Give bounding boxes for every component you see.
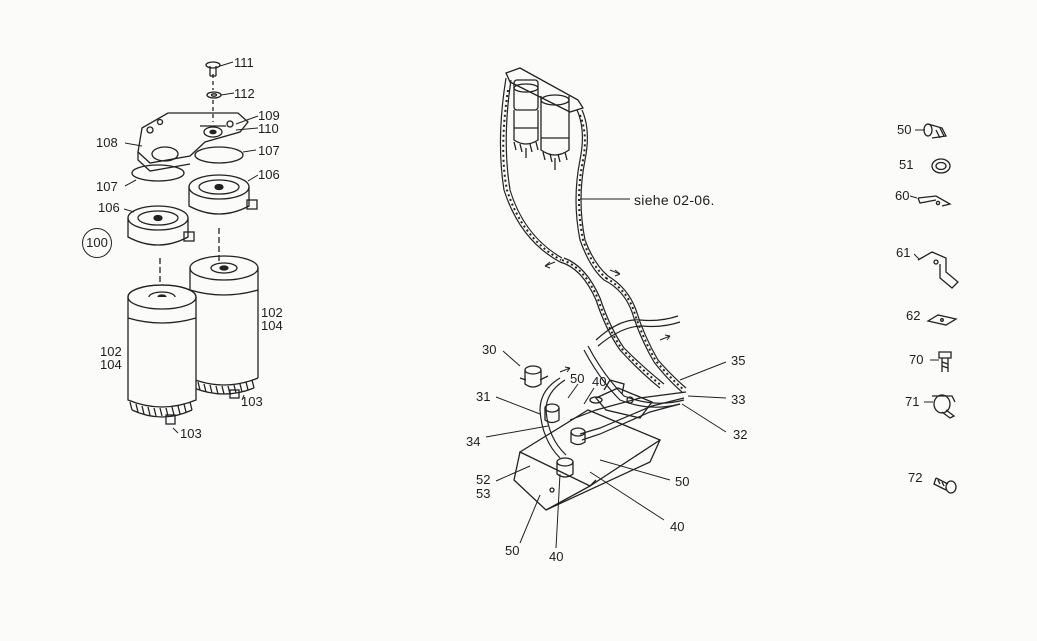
screw-111-drawing (205, 61, 221, 77)
part-50-drawing (923, 123, 947, 139)
part-72-drawing (933, 477, 957, 494)
fuel-line-assembly (499, 67, 687, 511)
callout-51-part: 51 (899, 157, 914, 172)
callout-34: 34 (466, 434, 481, 449)
callout-106-right: 106 (258, 167, 280, 182)
part-51-drawing (931, 158, 951, 174)
callout-71-part: 71 (905, 394, 920, 409)
lower-manifold-block-drawing (513, 379, 662, 511)
callout-60-part: 60 (895, 188, 910, 203)
callout-52: 52 (476, 472, 491, 487)
callout-111: 111 (234, 55, 254, 70)
seal-107-right-drawing (194, 146, 244, 164)
filter-head-108-drawing (137, 112, 249, 172)
washer-112-drawing (206, 91, 222, 99)
part-60-drawing (917, 195, 952, 207)
callout-35: 35 (731, 353, 746, 368)
callout-107-left: 107 (96, 179, 118, 194)
callout-50-part: 50 (897, 122, 912, 137)
cap-106-left-drawing (127, 205, 195, 246)
callout-50-bottom: 50 (505, 543, 520, 558)
callout-110: 110 (258, 121, 279, 136)
callout-103-right: 103 (241, 394, 263, 409)
part-62-drawing (926, 314, 958, 326)
filter-cartridge-right-drawing (189, 255, 259, 399)
fuel-filter-assembly (127, 61, 259, 425)
callout-70-part: 70 (909, 352, 924, 367)
callout-40-upper: 40 (592, 374, 607, 389)
callout-53: 53 (476, 486, 491, 501)
callout-32: 32 (733, 427, 748, 442)
callout-104-right: 104 (261, 318, 283, 333)
leader-lines-left (123, 61, 259, 434)
leader-lines-center (485, 198, 727, 549)
callout-30: 30 (482, 342, 497, 357)
fuel-hoses-drawing (499, 77, 687, 459)
cap-106-right-drawing (188, 174, 258, 215)
callout-108: 108 (96, 135, 118, 150)
part-70-drawing (938, 351, 952, 372)
small-parts-column (917, 123, 959, 494)
callout-112: 112 (234, 86, 255, 101)
callout-102-right: 102 (261, 305, 283, 320)
flow-arrows (544, 261, 671, 373)
reference-note: siehe 02-06. (634, 192, 715, 208)
callout-102-left: 102 (100, 344, 122, 359)
callout-104-left: 104 (100, 357, 122, 372)
part-71-drawing (932, 394, 956, 419)
callout-61-part: 61 (896, 245, 911, 260)
top-filter-unit-drawing (505, 67, 584, 170)
callout-40-bottom: 40 (549, 549, 564, 564)
callout-103-left: 103 (180, 426, 202, 441)
fitting-30-drawing (519, 365, 549, 388)
callout-100-circled: 100 (82, 228, 112, 258)
callout-109: 109 (258, 108, 280, 123)
leader-lines-right (909, 129, 939, 403)
callout-50-upper: 50 (570, 371, 585, 386)
callout-106-left: 106 (98, 200, 120, 215)
seal-107-left-drawing (131, 164, 185, 182)
part-61-drawing (917, 251, 959, 289)
callout-62-part: 62 (906, 308, 921, 323)
filter-cartridge-left-drawing (127, 284, 197, 425)
callout-50-right: 50 (675, 474, 690, 489)
callout-31: 31 (476, 389, 491, 404)
callout-40-right: 40 (670, 519, 685, 534)
callout-33: 33 (731, 392, 746, 407)
callout-107-right: 107 (258, 143, 280, 158)
callout-72-part: 72 (908, 470, 923, 485)
